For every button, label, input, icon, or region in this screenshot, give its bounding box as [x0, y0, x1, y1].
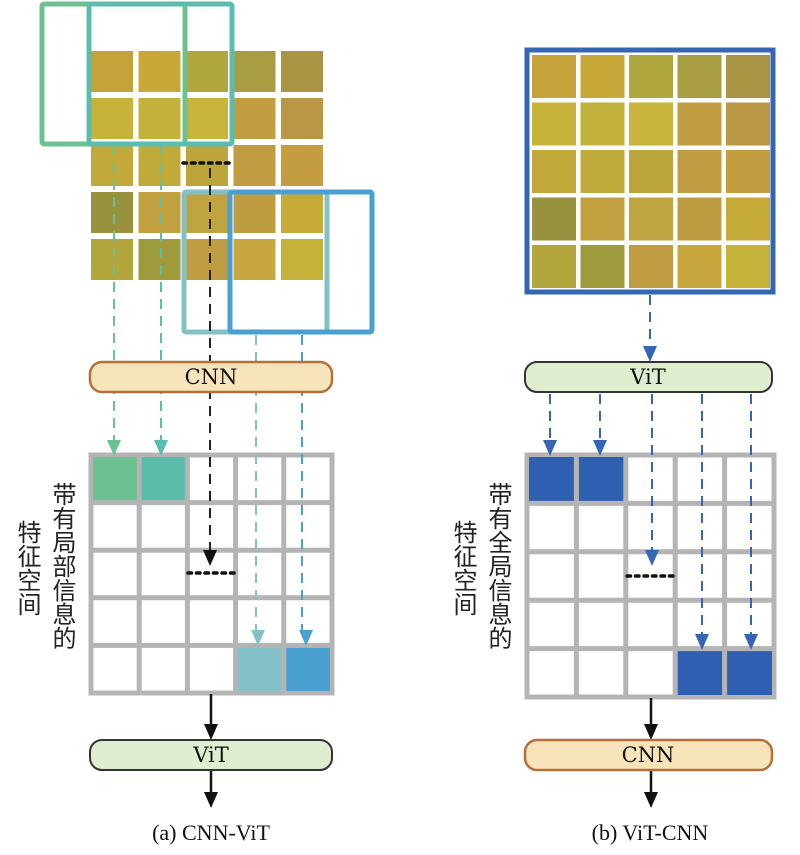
arrowhead-a3 — [251, 630, 265, 646]
input-patch-b — [580, 102, 625, 146]
input-patch-a — [186, 51, 228, 92]
input-patch-b — [532, 245, 576, 288]
input-patch-b — [629, 197, 673, 241]
input-patch-a — [233, 192, 276, 233]
input-patch-b — [677, 245, 722, 288]
feature-label-b-line1: 带有全局信息的 — [484, 482, 512, 650]
input-patch-a — [281, 145, 323, 186]
input-patch-a — [233, 98, 276, 139]
arrowhead-a2 — [154, 440, 168, 456]
input-patch-b — [580, 55, 625, 98]
input-patch-a — [91, 51, 133, 92]
input-patch-b — [726, 102, 770, 146]
input-patch-b — [677, 150, 722, 193]
input-patch-b — [629, 102, 673, 146]
feature-cell-filled — [578, 457, 624, 502]
input-patch-a — [138, 98, 181, 139]
feature-cell-filled — [93, 457, 138, 501]
input-patch-b — [629, 245, 673, 288]
input-patch-b — [726, 245, 770, 288]
input-patch-a — [281, 192, 323, 233]
caption-b: (b) ViT-CNN — [592, 820, 709, 845]
input-patch-a — [91, 239, 133, 280]
input-patch-b — [726, 150, 770, 193]
input-patch-b — [532, 150, 576, 193]
input-patch-a — [138, 145, 181, 186]
input-patch-a — [281, 51, 323, 92]
input-patch-b — [532, 55, 576, 98]
cnn-block-a-label: CNN — [185, 365, 238, 389]
vit-block-a-label: ViT — [192, 743, 229, 767]
arrowhead-b-center — [645, 550, 659, 566]
arrowhead-b-out — [644, 792, 658, 808]
input-patch-b — [677, 102, 722, 146]
cnn-block-b — [523, 738, 774, 772]
feature-label-b-line2: 特征空间 — [449, 520, 477, 616]
feature-cell-filled — [529, 457, 575, 502]
vit-block-b — [524, 361, 773, 393]
arrowhead-a-center — [203, 550, 217, 566]
arrowhead-a-to-vit — [204, 724, 218, 740]
arrowhead-b2 — [593, 440, 607, 456]
arrowhead-b-to-cnn — [644, 724, 658, 740]
input-patch-b — [677, 55, 722, 98]
input-patch-a — [138, 51, 181, 92]
feature-label-a-line1: 带有局部信息的 — [48, 482, 76, 650]
input-patch-b — [629, 55, 673, 98]
cnn-block-a — [88, 360, 334, 394]
input-patch-b — [532, 197, 576, 241]
arrowhead-a-out — [204, 792, 218, 808]
input-patch-a — [233, 145, 276, 186]
input-patch-a — [186, 98, 228, 139]
input-patch-a — [91, 192, 133, 233]
conv-window-4 — [227, 189, 375, 335]
input-patch-a — [138, 192, 181, 233]
vit-block-a — [89, 739, 333, 771]
vit-block-b-label: ViT — [629, 365, 666, 389]
input-patch-b — [580, 245, 625, 288]
arrowhead-b3 — [695, 634, 709, 650]
feature-cell-filled — [726, 650, 772, 695]
input-patch-a — [186, 192, 228, 233]
input-patch-a — [186, 239, 228, 280]
input-patch-a — [91, 145, 133, 186]
input-patch-a — [186, 145, 228, 186]
arrowhead-b-in — [643, 346, 657, 362]
cnn-block-b-label: CNN — [622, 743, 675, 767]
feature-cell-filled — [141, 457, 186, 501]
arrowhead-b1 — [543, 440, 557, 456]
arrowhead-a1 — [107, 440, 121, 456]
feature-cell-filled — [677, 650, 723, 695]
input-patch-b — [580, 150, 625, 193]
caption-a: (a) CNN-ViT — [152, 820, 270, 845]
input-patch-b — [726, 197, 770, 241]
input-patch-b — [677, 197, 722, 241]
feature-label-a-line2: 特征空间 — [13, 520, 41, 616]
input-patch-a — [138, 239, 181, 280]
input-patch-b — [726, 55, 770, 98]
input-patch-a — [91, 98, 133, 139]
input-patch-a — [233, 239, 276, 280]
feature-cell-filled — [285, 647, 330, 691]
input-patch-b — [532, 102, 576, 146]
arrowhead-a4 — [299, 630, 313, 646]
input-patch-a — [281, 239, 323, 280]
arrowhead-b4 — [744, 634, 758, 650]
input-patch-b — [629, 150, 673, 193]
input-patch-b — [580, 197, 625, 241]
feature-cell-filled — [237, 647, 282, 691]
input-patch-a — [233, 51, 276, 92]
conv-window-2 — [86, 1, 235, 147]
input-patch-a — [281, 98, 323, 139]
